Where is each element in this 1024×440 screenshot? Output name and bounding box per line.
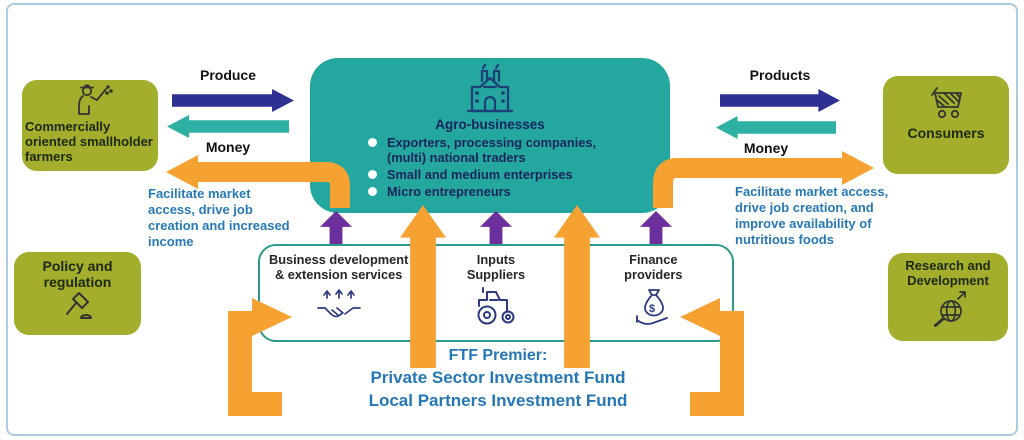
products-arrow bbox=[720, 89, 840, 112]
agro-businesses-box: Agro-businesses Exporters, processing co… bbox=[310, 58, 670, 213]
handshake-growth-icon bbox=[316, 289, 361, 318]
consumers-box: Consumers bbox=[883, 76, 1009, 174]
fund-line-local: Local Partners Investment Fund bbox=[368, 391, 628, 410]
tractor-icon bbox=[477, 287, 515, 325]
service-label: Finance providers bbox=[624, 252, 683, 283]
support-arrow-to-consumers bbox=[653, 151, 874, 208]
money-right-label: Money bbox=[743, 140, 789, 156]
service-label: Inputs Suppliers bbox=[466, 252, 526, 283]
consumers-label: Consumers bbox=[907, 125, 985, 141]
fund-name: FTF Premier: bbox=[448, 347, 548, 364]
factory-icon bbox=[466, 63, 514, 113]
support-arrow-to-farmers bbox=[166, 155, 350, 208]
produce-label: Produce bbox=[199, 67, 256, 83]
gavel-icon bbox=[65, 291, 92, 319]
research-development-box: Research and Development bbox=[888, 253, 1008, 341]
agro-bullet: Small and medium enterprises bbox=[368, 167, 620, 182]
globe-magnifier-icon bbox=[934, 290, 966, 327]
svg-text:$: $ bbox=[649, 303, 655, 315]
farmers-box: Commercially oriented smallholder farmer… bbox=[22, 80, 158, 171]
service-finance-providers: Finance providers $ bbox=[575, 246, 732, 340]
money-arrow-left bbox=[167, 115, 289, 138]
money-arrow-right bbox=[716, 116, 836, 139]
fund-arrow-to-services-left bbox=[228, 298, 292, 416]
fund-title-block: FTF Premier: Private Sector Investment F… bbox=[268, 345, 728, 412]
note-left: Facilitate market access, drive job crea… bbox=[148, 186, 290, 249]
note-right: Facilitate market access, drive job crea… bbox=[735, 184, 889, 247]
fund-arrow-to-services-right bbox=[680, 298, 744, 416]
service-label: Business development & extension service… bbox=[268, 252, 409, 283]
farmer-icon bbox=[78, 84, 113, 115]
agro-bullet: Exporters, processing companies, (multi)… bbox=[368, 135, 620, 165]
cart-icon bbox=[931, 87, 963, 119]
produce-arrow bbox=[172, 89, 294, 112]
money-hand-icon: $ bbox=[636, 289, 669, 326]
rnd-label: Research and Development bbox=[905, 258, 991, 288]
money-left-label: Money bbox=[205, 139, 251, 155]
agro-bullet-list: Exporters, processing companies, (multi)… bbox=[368, 135, 620, 199]
agro-title: Agro-businesses bbox=[435, 117, 545, 132]
service-business-development: Business development & extension service… bbox=[260, 246, 417, 340]
fund-line-private: Private Sector Investment Fund bbox=[370, 368, 626, 387]
farmers-label: Commercially oriented smallholder farmer… bbox=[25, 119, 153, 164]
services-container: Business development & extension service… bbox=[258, 244, 734, 342]
service-inputs-suppliers: Inputs Suppliers bbox=[417, 246, 574, 340]
policy-box: Policy and regulation bbox=[14, 252, 141, 335]
agro-bullet: Micro entrepreneurs bbox=[368, 184, 620, 199]
policy-label: Policy and regulation bbox=[42, 258, 113, 290]
products-label: Products bbox=[749, 67, 811, 83]
